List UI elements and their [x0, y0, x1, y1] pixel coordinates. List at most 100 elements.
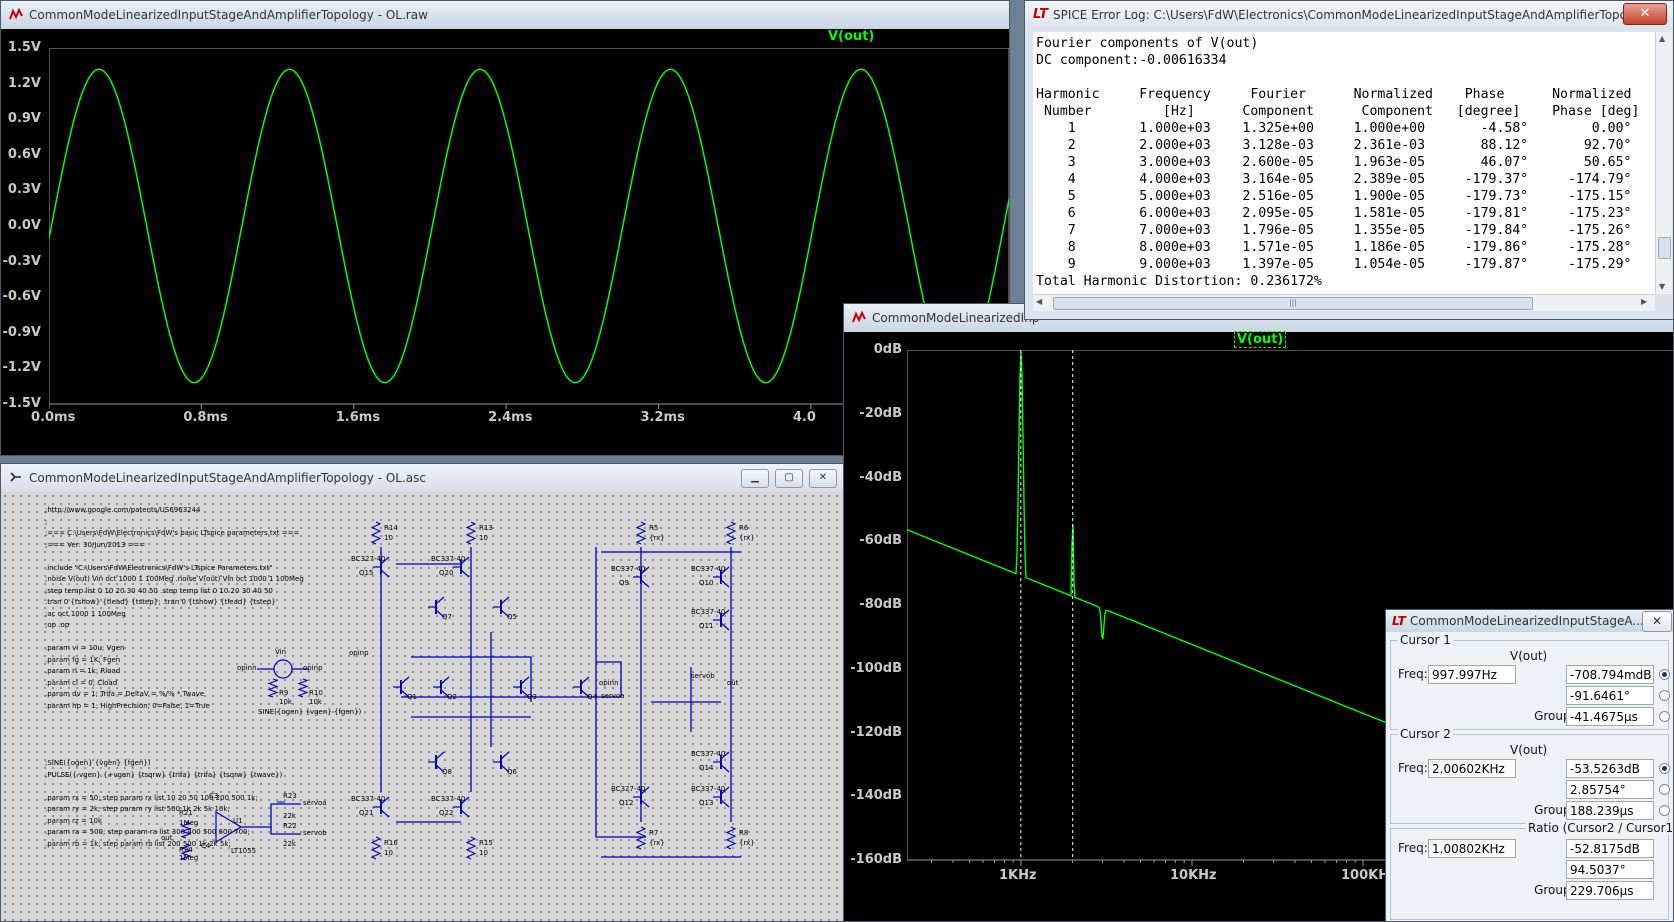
error-log-text[interactable]: Fourier components of V(out)DC component… [1033, 32, 1655, 294]
group-delay-field[interactable]: 188.239µs [1566, 801, 1654, 820]
scroll-left-arrow-icon[interactable]: ◀ [1036, 297, 1043, 306]
part-label[interactable]: Q22 [439, 809, 454, 817]
part-label[interactable]: 10k [279, 698, 292, 706]
radio-mag[interactable] [1659, 669, 1670, 680]
spice-directive-line[interactable]: .param rz = 10k [45, 816, 102, 825]
waveform-titlebar[interactable]: CommonModeLinearizedInputStageAndAmplifi… [1, 1, 1009, 29]
part-label[interactable]: Vin [275, 648, 287, 656]
net-label[interactable]: servob [303, 829, 327, 837]
spice-directive-line[interactable]: .tran 0 {tshow} {tlead} {tstep}; .tran 0… [45, 598, 276, 606]
part-label[interactable]: Q7 [442, 613, 452, 621]
horizontal-scrollbar[interactable]: ◀ ||| ▶ [1033, 294, 1655, 311]
part-label[interactable]: Q10 [699, 579, 714, 587]
part-label[interactable]: 10 [479, 534, 488, 542]
part-label[interactable]: BC327-40 [611, 785, 646, 793]
freq-field[interactable]: 997.997Hz [1428, 665, 1516, 684]
part-label[interactable]: R10 [309, 689, 323, 697]
part-label[interactable]: Q15 [359, 569, 374, 577]
spice-directive-line[interactable]: .param rb = 1k; step param rb list 200 5… [45, 839, 231, 848]
fft-trace-label[interactable]: V(out) [1234, 331, 1287, 348]
scroll-down-arrow-icon[interactable]: ▼ [1659, 282, 1666, 291]
net-label[interactable]: out [161, 834, 173, 842]
vertical-scrollbar[interactable]: ▲ ▼ [1655, 32, 1672, 294]
part-label[interactable]: 1Meg [179, 819, 199, 827]
net-label[interactable]: opinn [599, 679, 619, 687]
radio-phase[interactable] [1659, 784, 1670, 795]
waveform-trace-label[interactable]: V(out) [828, 29, 875, 44]
spice-directive-line[interactable]: .param cl = 0; Cload [45, 678, 118, 687]
net-label[interactable]: out [727, 679, 739, 687]
waveform-window[interactable]: CommonModeLinearizedInputStageAndAmplifi… [0, 0, 1010, 456]
part-label[interactable]: 10 [384, 534, 393, 542]
cursor-titlebar[interactable]: LT CommonModeLinearizedInputStageA... ✕ [1386, 610, 1673, 632]
spice-directive-line[interactable]: .param ry = 2k; step param ry list 500 1… [45, 805, 230, 813]
part-label[interactable]: R24 [179, 846, 193, 854]
freq-field[interactable]: 1.00802KHz [1428, 839, 1516, 858]
part-label[interactable]: BC337-40 [691, 750, 726, 758]
spice-directive-line[interactable]: .param rl = 1k; Rload [45, 667, 121, 675]
radio-group-delay[interactable] [1659, 805, 1670, 816]
radio-group-delay[interactable] [1659, 711, 1670, 722]
part-label[interactable]: R15 [479, 839, 493, 847]
part-label[interactable]: 10 [384, 849, 393, 857]
spice-directive-line[interactable]: ;noise V(out) Vin oct 1000 1 100Meg .noi… [45, 575, 304, 583]
mag-field[interactable]: -53.5263dB [1566, 759, 1654, 778]
mag-field[interactable]: -52.8175dB [1566, 839, 1654, 858]
part-label[interactable]: 10 [479, 849, 488, 857]
part-label[interactable]: Q12 [619, 799, 634, 807]
part-label[interactable]: {rx} [739, 534, 755, 542]
radio-mag[interactable] [1659, 763, 1670, 774]
part-label[interactable]: {rx} [739, 839, 755, 847]
phase-field[interactable]: 94.5037° [1566, 860, 1654, 879]
scroll-up-arrow-icon[interactable]: ▲ [1659, 34, 1666, 43]
radio-phase[interactable] [1659, 690, 1670, 701]
spice-directive-line[interactable]: ; [45, 517, 48, 526]
spice-directive-line[interactable]: ;step temp list 0 10 20 30 40 50 .step t… [45, 586, 273, 595]
part-label[interactable]: 1Meg [179, 854, 199, 862]
spice-directive-line[interactable]: ;=== Ver: 30/Jun/2013 === [45, 540, 146, 549]
net-label[interactable]: servoa [303, 799, 327, 807]
vin-source-icon[interactable] [273, 659, 293, 679]
part-label[interactable]: Q3 [527, 693, 537, 701]
vout-trace[interactable] [49, 68, 1009, 384]
error-log-window[interactable]: LT SPICE Error Log: C:\Users\FdW\Electro… [1024, 0, 1674, 320]
part-label[interactable]: Q4 [587, 693, 597, 701]
part-label[interactable]: Q11 [699, 622, 714, 630]
part-label[interactable]: Q14 [699, 764, 714, 772]
mag-field[interactable]: -708.794mdB [1566, 665, 1654, 684]
spice-directive-line[interactable]: .param hp = 1; HighPrecision; 0=False, 1… [45, 701, 210, 710]
part-label[interactable]: C4 [201, 842, 211, 850]
schematic-canvas[interactable]: ;http://www.google.com/patents/US6963244… [1, 492, 844, 921]
net-label[interactable]: servoa [601, 692, 625, 700]
part-label[interactable]: {rx} [649, 839, 665, 847]
net-label[interactable]: opinn [237, 664, 257, 672]
part-label[interactable]: BC337-40 [691, 785, 726, 793]
net-label[interactable]: opinp [303, 664, 323, 672]
part-label[interactable]: Q2 [447, 693, 457, 701]
part-label[interactable]: Q5 [507, 613, 517, 621]
part-label[interactable]: C3 [209, 792, 219, 800]
part-label[interactable]: Q1 [407, 693, 417, 701]
part-label[interactable]: 22k [283, 840, 296, 848]
part-label[interactable]: BC337-40 [691, 608, 726, 616]
spice-directive-line[interactable]: .include "C:\Users\FdW\Electronics\FdW's… [45, 563, 273, 572]
spice-directive-line[interactable]: .param rx = 50; step param rx list 10 20… [45, 793, 258, 802]
part-label[interactable]: Q8 [442, 768, 452, 776]
part-label[interactable]: R23 [283, 792, 297, 800]
part-label[interactable]: Q20 [439, 569, 454, 577]
schematic-window[interactable]: CommonModeLinearizedInputStageAndAmplifi… [0, 463, 845, 922]
part-label[interactable]: 10k [309, 698, 322, 706]
part-label[interactable]: R9 [279, 689, 289, 697]
part-label[interactable]: LT1055 [231, 847, 257, 855]
part-label[interactable]: Q6 [507, 768, 517, 776]
close-button[interactable]: ✕ [809, 469, 837, 488]
spice-directive-line[interactable]: ;=== C:\Users\FdW\Electronics\FdW's basi… [45, 529, 300, 537]
close-button[interactable]: ✕ [1642, 611, 1672, 632]
part-label[interactable]: R16 [384, 839, 398, 847]
freq-field[interactable]: 2.00602KHz [1428, 759, 1516, 778]
part-label[interactable]: R5 [649, 524, 659, 532]
error-log-titlebar[interactable]: LT SPICE Error Log: C:\Users\FdW\Electro… [1025, 1, 1673, 29]
part-label[interactable]: R21 [179, 809, 193, 817]
net-label[interactable]: opinp [349, 649, 369, 657]
part-label[interactable]: R14 [384, 524, 398, 532]
